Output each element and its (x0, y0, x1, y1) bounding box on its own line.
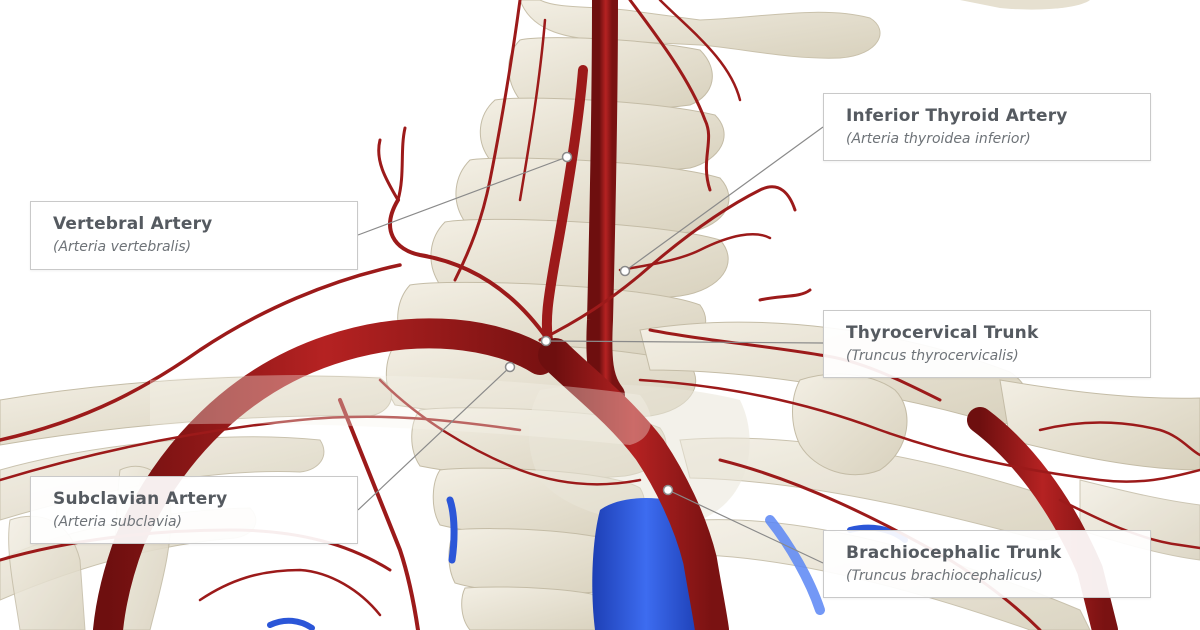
label-title: Inferior Thyroid Artery (846, 106, 1068, 126)
shading-overlay (150, 375, 651, 445)
label-latin-name: (Arteria thyroidea inferior) (846, 131, 1031, 147)
label-vertebral-artery: Vertebral Artery (Arteria vertebralis) (30, 201, 358, 270)
leader-lines (357, 126, 824, 564)
label-latin-name: (Truncus thyrocervicalis) (846, 348, 1019, 364)
label-title: Subclavian Artery (53, 489, 228, 509)
label-thyrocervical-trunk: Thyrocervical Trunk (Truncus thyrocervic… (823, 310, 1151, 378)
label-brachiocephalic-trunk: Brachiocephalic Trunk (Truncus brachioce… (823, 530, 1151, 598)
label-subclavian-artery: Subclavian Artery (Arteria subclavia) (30, 476, 358, 544)
label-latin-name: (Truncus brachiocephalicus) (846, 568, 1043, 584)
label-title: Brachiocephalic Trunk (846, 543, 1062, 563)
cervical-spine (385, 37, 730, 630)
label-inferior-thyroid-artery: Inferior Thyroid Artery (Arteria thyroid… (823, 93, 1151, 161)
label-title: Vertebral Artery (53, 214, 213, 234)
label-title: Thyrocervical Trunk (846, 323, 1039, 343)
leader-dots (504, 151, 674, 496)
label-latin-name: (Arteria vertebralis) (53, 239, 192, 255)
label-latin-name: (Arteria subclavia) (53, 514, 183, 530)
